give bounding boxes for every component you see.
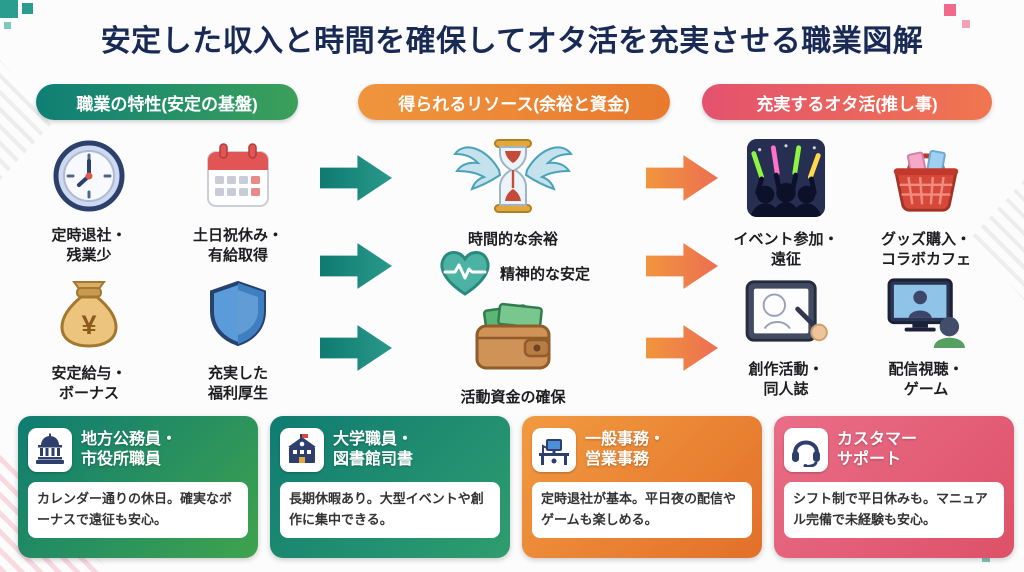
job-card-civil-servant: 地方公務員・ 市役所職員 カレンダー通りの休日。確実なボーナスで遠征も安心。: [18, 416, 258, 558]
streaming-monitor-icon: [883, 276, 969, 353]
job-card-header: 一般事務・ 営業事務: [532, 426, 752, 474]
corner-decoration: [962, 20, 970, 28]
wallet-icon: [469, 302, 557, 381]
column-header-resources: 得られるリソース(余裕と資金): [358, 84, 670, 120]
resource-label: 時間的な余裕: [467, 231, 558, 248]
calendar-icon: [200, 138, 276, 219]
otaku-item-creation: 創作活動・ 同人誌: [724, 276, 848, 399]
winged-hourglass-icon: [453, 134, 573, 223]
flow-arrow: [646, 155, 718, 201]
otaku-label: 配信視聴・ ゲーム: [888, 361, 964, 398]
resource-label: 精神的な安定: [500, 265, 591, 283]
corner-decoration: [982, 554, 990, 562]
job-description: カレンダー通りの休日。確実なボーナスで遠征も安心。: [28, 482, 248, 538]
job-card-header: カスタマー サポート: [784, 426, 1004, 474]
otaku-label: 創作活動・ 同人誌: [748, 361, 824, 398]
resource-item-funds: 活動資金の確保: [448, 302, 578, 408]
job-card-header: 地方公務員・ 市役所職員: [28, 426, 248, 474]
job-description: 長期休暇あり。大型イベントや創作に集中できる。: [280, 482, 500, 538]
corner-decoration: [4, 22, 11, 29]
column-header-features: 職業の特性(安定の基盤): [36, 84, 298, 120]
feature-label: 充実した 福利厚生: [207, 365, 268, 402]
feature-label: 定時退社・ 残業少: [51, 227, 127, 264]
job-title: 大学職員・ 図書館司書: [333, 431, 414, 468]
flow-arrow: [320, 155, 392, 201]
feature-label: 土日祝休み・ 有給取得: [192, 227, 283, 264]
heart-pulse-icon: [436, 246, 494, 303]
otaku-item-goods: グッズ購入・ コラボカフェ: [864, 138, 988, 269]
otaku-label: グッズ購入・ コラボカフェ: [880, 231, 971, 268]
flow-arrow: [320, 243, 392, 289]
feature-label: 安定給与・ ボーナス: [51, 365, 127, 402]
otaku-item-events: イベント参加・ 遠征: [724, 138, 848, 269]
feature-item-clock: 定時退社・ 残業少: [27, 138, 151, 265]
job-card-header: 大学職員・ 図書館司書: [280, 426, 500, 474]
job-description: シフト制で平日休みも。マニュアル完備で未経験も安心。: [784, 482, 1004, 538]
job-title: 一般事務・ 営業事務: [585, 431, 666, 468]
office-desk-icon: [532, 428, 576, 472]
job-card-office-work: 一般事務・ 営業事務 定時退社が基本。平日夜の配信やゲームも楽しめる。: [522, 416, 762, 558]
otaku-item-streaming: 配信視聴・ ゲーム: [864, 276, 988, 399]
flow-arrow: [646, 243, 718, 289]
svg-text:¥: ¥: [81, 310, 96, 340]
job-title: カスタマー サポート: [837, 431, 918, 468]
column-header-otaku: 充実するオタ活(推し事): [702, 84, 992, 120]
otaku-label: イベント参加・ 遠征: [733, 231, 839, 268]
shopping-basket-icon: [886, 138, 966, 223]
job-card-customer-support: カスタマー サポート シフト制で平日休みも。マニュアル完備で未経験も安心。: [774, 416, 1014, 558]
headset-icon: [784, 428, 828, 472]
feature-item-welfare: 充実した 福利厚生: [176, 276, 300, 403]
university-library-icon: [280, 428, 324, 472]
job-card-university-staff: 大学職員・ 図書館司書 長期休暇あり。大型イベントや創作に集中できる。: [270, 416, 510, 558]
job-description: 定時退社が基本。平日夜の配信やゲームも楽しめる。: [532, 482, 752, 538]
corner-decoration: [22, 3, 33, 14]
job-title: 地方公務員・ 市役所職員: [81, 431, 178, 468]
corner-decoration: [944, 4, 956, 16]
resource-item-time: 時間的な余裕: [448, 134, 578, 250]
resource-item-mental: 精神的な安定: [436, 246, 656, 303]
resource-label: 活動資金の確保: [460, 389, 566, 406]
shield-icon: [200, 276, 276, 357]
money-bag-icon: ¥: [51, 276, 127, 357]
concert-penlight-icon: [746, 138, 826, 223]
government-building-icon: [28, 428, 72, 472]
drawing-tablet-icon: [743, 276, 829, 353]
feature-item-calendar: 土日祝休み・ 有給取得: [176, 138, 300, 265]
feature-item-salary: ¥ 安定給与・ ボーナス: [27, 276, 151, 403]
clock-icon: [51, 138, 127, 219]
page-title: 安定した収入と時間を確保してオタ活を充実させる職業図解: [100, 25, 924, 58]
flow-arrow: [646, 325, 718, 371]
flow-arrow: [320, 325, 392, 371]
corner-decoration: [0, 0, 18, 18]
